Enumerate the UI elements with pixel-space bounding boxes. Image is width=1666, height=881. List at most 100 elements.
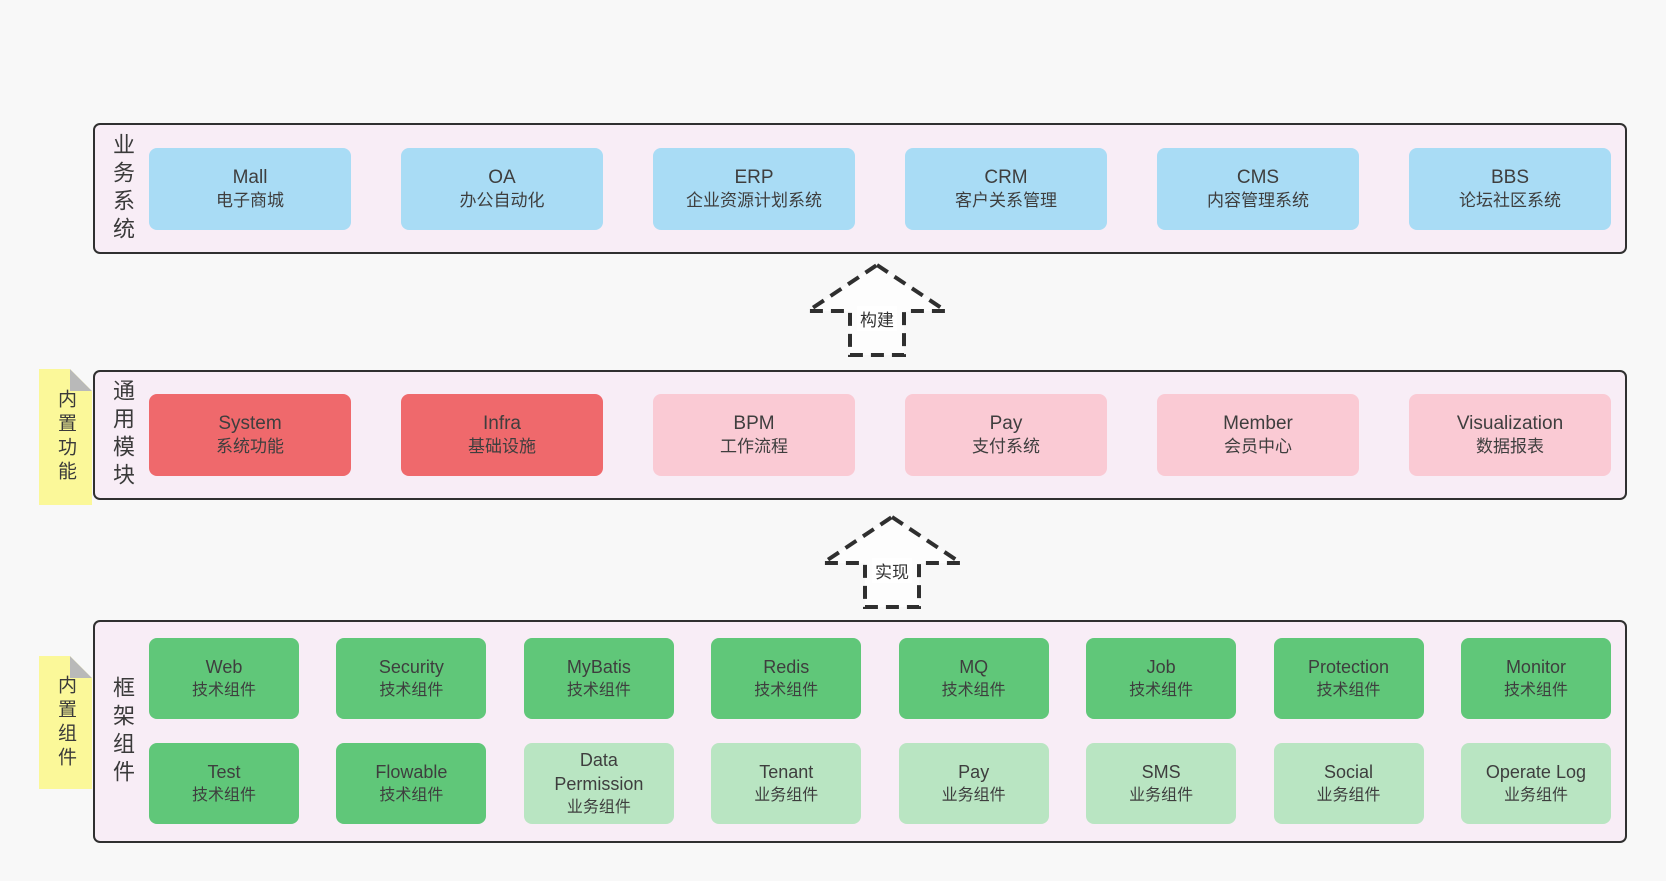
box-mq: MQ 技术组件 <box>898 638 1049 719</box>
box-subtitle: 客户关系管理 <box>955 190 1057 210</box>
box-title: Web <box>205 657 243 678</box>
box-flowable: Flowable 技术组件 <box>336 743 487 824</box>
box-subtitle: 会员中心 <box>1224 437 1292 457</box>
box-title: Member <box>1223 413 1293 435</box>
box-title: Test <box>207 762 241 783</box>
section-label-business: 业务系统 <box>110 132 135 245</box>
box-title: System <box>218 413 282 435</box>
panel-common-modules: 通用模块 System 系统功能 Infra 基础设施 BPM 工作流程 Pay… <box>93 370 1627 500</box>
box-tenant: Tenant 业务组件 <box>711 743 862 824</box>
box-subtitle: 业务组件 <box>1129 786 1194 804</box>
box-title: Data Permission <box>554 750 644 794</box>
box-title: Visualization <box>1456 413 1564 435</box>
box-mall: Mall 电子商城 <box>149 147 351 230</box>
box-data-permission: Data Permission 业务组件 <box>523 743 674 824</box>
box-subtitle: 基础设施 <box>468 437 536 457</box>
box-subtitle: 技术组件 <box>379 786 444 804</box>
box-operate-log: Operate Log 业务组件 <box>1460 743 1611 824</box>
panel-business-systems: 业务系统 Mall 电子商城 OA 办公自动化 ERP 企业资源计划系统 CRM… <box>93 123 1627 254</box>
sticky-note-builtin-components: 内置组件 <box>39 656 92 789</box>
box-title: ERP <box>734 166 774 188</box>
section-label-framework: 框架组件 <box>110 675 135 788</box>
box-title: Pay <box>958 762 990 783</box>
box-title: Redis <box>763 657 810 678</box>
box-title: Protection <box>1308 657 1390 678</box>
box-cms: CMS 内容管理系统 <box>1157 147 1359 230</box>
box-monitor: Monitor 技术组件 <box>1460 638 1611 719</box>
box-title: Flowable <box>375 762 448 783</box>
box-web: Web 技术组件 <box>149 638 299 719</box>
box-title: MQ <box>959 657 989 678</box>
box-bpm: BPM 工作流程 <box>653 394 855 476</box>
box-job: Job 技术组件 <box>1086 638 1237 719</box>
box-crm: CRM 客户关系管理 <box>905 147 1107 230</box>
box-infra: Infra 基础设施 <box>401 394 603 476</box>
box-subtitle: 业务组件 <box>754 786 819 804</box>
box-subtitle: 工作流程 <box>720 437 788 457</box>
box-title: CRM <box>984 166 1028 188</box>
box-title: Pay <box>989 413 1023 435</box>
box-title: Mall <box>232 166 268 188</box>
box-subtitle: 论坛社区系统 <box>1459 190 1561 210</box>
box-title: SMS <box>1141 762 1181 783</box>
box-title: Tenant <box>759 762 814 783</box>
box-subtitle: 技术组件 <box>1316 681 1381 699</box>
box-social: Social 业务组件 <box>1273 743 1424 824</box>
section-label-modules: 通用模块 <box>110 379 135 491</box>
panel-label-column: 业务系统 <box>95 125 149 252</box>
arrow-implement-label: 实现 <box>872 558 912 583</box>
box-subtitle: 支付系统 <box>972 437 1040 457</box>
box-subtitle: 企业资源计划系统 <box>686 190 822 210</box>
box-member: Member 会员中心 <box>1157 394 1359 476</box>
box-subtitle: 业务组件 <box>1316 786 1381 804</box>
box-subtitle: 技术组件 <box>754 681 819 699</box>
box-subtitle: 技术组件 <box>379 681 444 699</box>
box-subtitle: 技术组件 <box>191 681 256 699</box>
box-subtitle: 内容管理系统 <box>1207 190 1309 210</box>
sticky-note-label: 内置组件 <box>55 674 76 771</box>
box-title: Security <box>378 657 444 678</box>
modules-boxes-row: System 系统功能 Infra 基础设施 BPM 工作流程 Pay 支付系统… <box>149 372 1625 498</box>
box-oa: OA 办公自动化 <box>401 147 603 230</box>
box-title: Monitor <box>1505 657 1566 678</box>
box-subtitle: 电子商城 <box>216 190 284 210</box>
box-subtitle: 技术组件 <box>566 681 631 699</box>
box-title: Operate Log <box>1485 762 1586 783</box>
box-visualization: Visualization 数据报表 <box>1409 394 1611 476</box>
arrow-build-label: 构建 <box>857 306 897 331</box>
box-title: OA <box>488 166 516 188</box>
box-title: CMS <box>1236 166 1280 188</box>
arrow-build: 构建 <box>805 262 949 358</box>
panel-framework-components: 框架组件 Web 技术组件 Security 技术组件 MyBatis 技术组件… <box>93 620 1627 843</box>
box-subtitle: 业务组件 <box>1503 786 1568 804</box>
box-pay-component: Pay 业务组件 <box>898 743 1049 824</box>
folded-corner-icon <box>70 656 92 678</box>
box-title: Infra <box>482 413 522 435</box>
box-subtitle: 技术组件 <box>191 786 256 804</box>
folded-corner-icon <box>70 369 92 391</box>
box-pay-module: Pay 支付系统 <box>905 394 1107 476</box>
box-title: MyBatis <box>566 657 631 678</box>
box-security: Security 技术组件 <box>336 638 487 719</box>
box-test: Test 技术组件 <box>149 743 299 824</box>
box-erp: ERP 企业资源计划系统 <box>653 147 855 230</box>
framework-row-1: Web 技术组件 Security 技术组件 MyBatis 技术组件 Redi… <box>149 638 1611 719</box>
box-subtitle: 技术组件 <box>1503 681 1568 699</box>
sticky-note-label: 内置功能 <box>55 389 76 485</box>
box-title: Social <box>1324 762 1374 783</box>
box-bbs: BBS 论坛社区系统 <box>1409 147 1611 230</box>
box-subtitle: 业务组件 <box>566 798 631 816</box>
box-protection: Protection 技术组件 <box>1273 638 1424 719</box>
box-title: Job <box>1146 657 1176 678</box>
business-boxes-row: Mall 电子商城 OA 办公自动化 ERP 企业资源计划系统 CRM 客户关系… <box>149 125 1625 252</box>
panel-label-column: 通用模块 <box>95 372 149 498</box>
box-system: System 系统功能 <box>149 394 351 476</box>
box-subtitle: 业务组件 <box>941 786 1006 804</box>
framework-rows: Web 技术组件 Security 技术组件 MyBatis 技术组件 Redi… <box>149 622 1625 841</box>
box-title: BPM <box>733 413 775 435</box>
box-redis: Redis 技术组件 <box>711 638 862 719</box>
arrow-implement: 实现 <box>820 514 964 610</box>
box-subtitle: 办公自动化 <box>459 190 545 210</box>
box-subtitle: 系统功能 <box>216 437 284 457</box>
